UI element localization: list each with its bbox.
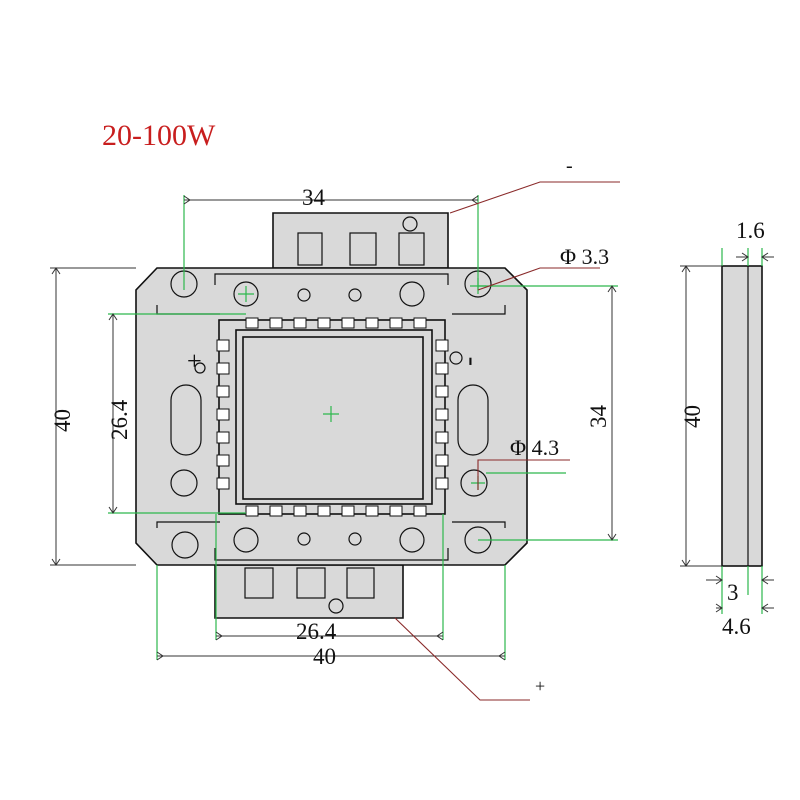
frame-tooth bbox=[435, 408, 449, 421]
frame-tooth bbox=[216, 339, 230, 352]
dim-right-height: 34 bbox=[586, 405, 611, 429]
led-die bbox=[242, 336, 424, 500]
side-top-thickness: 1.6 bbox=[736, 218, 765, 243]
frame-tooth bbox=[216, 385, 230, 398]
side-bottom-thickness: 3 bbox=[727, 580, 739, 605]
side-overall-thickness: 4.6 bbox=[722, 614, 751, 639]
frame-tooth bbox=[365, 505, 379, 517]
frame-tooth bbox=[216, 454, 230, 467]
frame-tooth bbox=[341, 505, 355, 517]
frame-tooth bbox=[365, 317, 379, 329]
dim-left-height: 40 bbox=[50, 409, 75, 432]
frame-tooth bbox=[435, 385, 449, 398]
center-marks bbox=[108, 195, 618, 660]
frame-tooth bbox=[245, 505, 259, 517]
mounting-slots bbox=[170, 384, 489, 456]
frame-tooth bbox=[269, 505, 283, 517]
hole-large-label: Φ 4.3 bbox=[510, 435, 559, 460]
frame-tooth bbox=[389, 317, 403, 329]
dim-bottom-inner-width: 26.4 bbox=[296, 619, 337, 644]
front-view: + - bbox=[50, 155, 620, 701]
side-height: 40 bbox=[680, 405, 705, 428]
hole-small-label: Φ 3.3 bbox=[560, 244, 609, 269]
frame-tooth bbox=[435, 477, 449, 490]
frame-tooth bbox=[435, 454, 449, 467]
dim-bottom-width: 40 bbox=[313, 644, 336, 669]
frame-tooth bbox=[245, 317, 259, 329]
frame-tooth bbox=[435, 362, 449, 375]
wattage-title: 20-100W bbox=[102, 119, 216, 152]
frame-tooth bbox=[293, 317, 307, 329]
frame-tooth bbox=[216, 408, 230, 421]
top-terminal-tab bbox=[272, 212, 449, 269]
frame-tooth bbox=[216, 477, 230, 490]
plus-terminal-label: + bbox=[535, 676, 545, 696]
frame-tooth bbox=[216, 362, 230, 375]
led-die-frame bbox=[216, 317, 449, 517]
dim-inner-height: 26.4 bbox=[107, 399, 132, 440]
body-plus-mark: + bbox=[180, 353, 209, 368]
side-body bbox=[721, 265, 763, 567]
side-view: 1.6 40 3 4.6 bbox=[680, 218, 774, 639]
dim-top-width: 34 bbox=[302, 185, 326, 210]
body-minus-mark: - bbox=[453, 357, 484, 366]
frame-tooth bbox=[269, 317, 283, 329]
minus-terminal-label: - bbox=[566, 155, 573, 177]
frame-tooth bbox=[216, 431, 230, 444]
frame-tooth bbox=[413, 317, 427, 329]
bottom-terminal-tab bbox=[214, 564, 404, 619]
frame-tooth bbox=[413, 505, 427, 517]
frame-tooth bbox=[435, 431, 449, 444]
leader-lines bbox=[394, 181, 620, 701]
frame-tooth bbox=[389, 505, 403, 517]
frame-tooth bbox=[341, 317, 355, 329]
frame-tooth bbox=[293, 505, 307, 517]
frame-tooth bbox=[317, 505, 331, 517]
dimension-lines bbox=[50, 195, 617, 661]
frame-tooth bbox=[435, 339, 449, 352]
mounting-holes bbox=[170, 270, 492, 559]
frame-tooth bbox=[317, 317, 331, 329]
